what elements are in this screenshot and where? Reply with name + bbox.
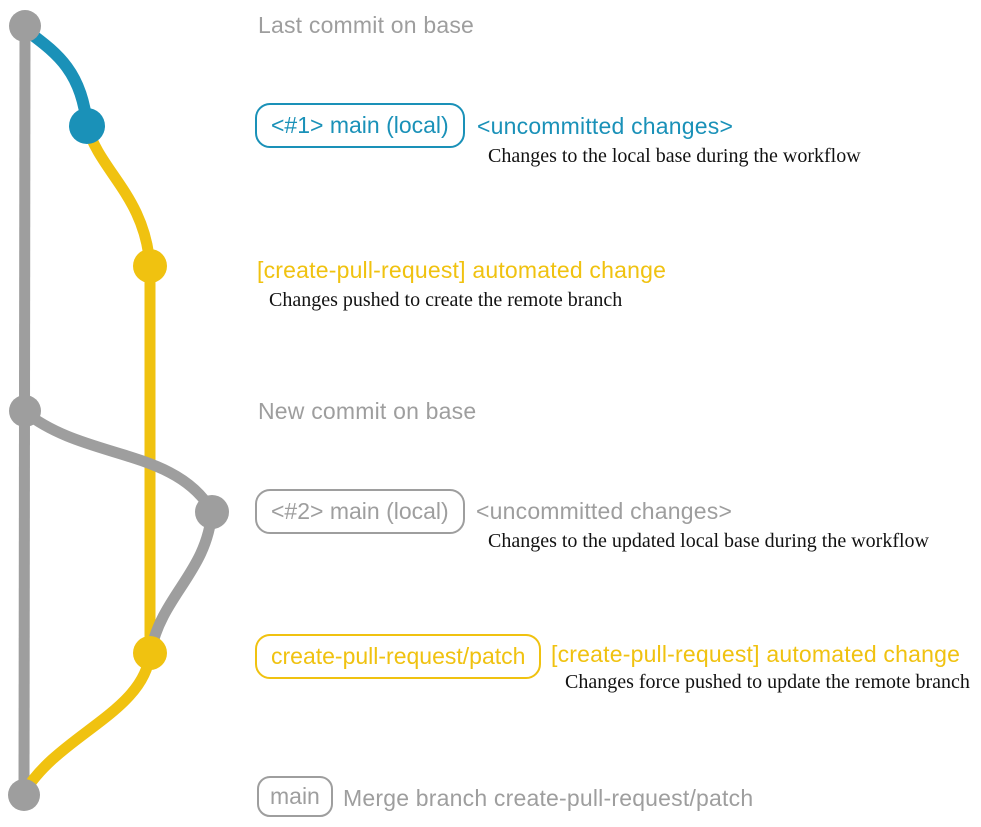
branch-edge-main-local-2-rebase <box>145 505 218 656</box>
branch-label-patch: create-pull-request/patch <box>255 634 542 679</box>
desc-automated-change-2: Changes force pushed to update the remot… <box>565 671 970 693</box>
desc-automated-change-1: Changes pushed to create the remote bran… <box>269 289 623 311</box>
commit-node-automated-change-1 <box>133 249 167 283</box>
heading-uncommitted-changes-2: <uncommitted changes> <box>476 498 733 524</box>
branch-label-main-local-2: <#2> main (local) <box>255 489 465 534</box>
git-graph <box>8 10 229 811</box>
commit-node-main-local-2 <box>195 495 229 529</box>
note-last-commit-on-base: Last commit on base <box>258 12 475 38</box>
heading-uncommitted-changes-1: <uncommitted changes> <box>477 113 734 139</box>
commit-node-last-base <box>9 10 41 42</box>
note-new-commit-on-base: New commit on base <box>258 398 477 424</box>
heading-merge-branch: Merge branch create-pull-request/patch <box>343 785 754 811</box>
heading-automated-change-2: [create-pull-request] automated change <box>551 641 961 667</box>
commit-node-merge <box>8 779 40 811</box>
desc-uncommitted-changes-2: Changes to the updated local base during… <box>488 530 929 552</box>
branch-label-main-local-1: <#1> main (local) <box>255 103 465 148</box>
commit-node-new-base <box>9 395 41 427</box>
branch-edge-patch-merge <box>18 647 156 799</box>
heading-automated-change-1: [create-pull-request] automated change <box>257 257 667 283</box>
commit-node-main-local-1 <box>69 108 105 144</box>
commit-node-automated-change-2 <box>133 636 167 670</box>
desc-uncommitted-changes-1: Changes to the local base during the wor… <box>488 145 861 167</box>
branch-edge-main-local-2 <box>19 406 218 517</box>
branch-edge-patch-create <box>81 120 156 272</box>
branch-label-main: main <box>257 776 333 817</box>
